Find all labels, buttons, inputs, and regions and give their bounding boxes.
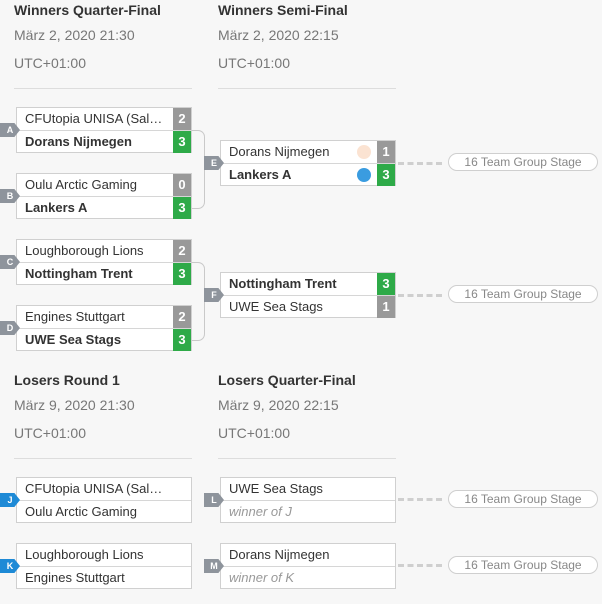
team-name: Dorans Nijmegen bbox=[25, 134, 132, 149]
team-name: UWE Sea Stags bbox=[229, 299, 323, 314]
column-tz-losers-r1: UTC+01:00 bbox=[14, 425, 86, 441]
team-placeholder: winner of K bbox=[229, 570, 295, 585]
next-stage-pill[interactable]: 16 Team Group Stage bbox=[448, 285, 598, 303]
team-score: 1 bbox=[377, 296, 395, 318]
column-date-losers-qf: März 9, 2020 22:15 bbox=[218, 397, 339, 413]
column-date-winners-sf: März 2, 2020 22:15 bbox=[218, 27, 339, 43]
next-stage-pill[interactable]: 16 Team Group Stage bbox=[448, 556, 598, 574]
match-tag-j: J bbox=[0, 493, 20, 507]
connector-dash bbox=[398, 162, 442, 165]
team-score: 2 bbox=[173, 306, 191, 328]
connector-dash bbox=[398, 498, 442, 501]
team-name: Dorans Nijmegen bbox=[229, 547, 330, 562]
next-stage-pill[interactable]: 16 Team Group Stage bbox=[448, 153, 598, 171]
team-name: Loughborough Lions bbox=[25, 547, 144, 562]
team-score: 1 bbox=[377, 141, 395, 163]
column-date-winners-qf: März 2, 2020 21:30 bbox=[14, 27, 135, 43]
connector-dash bbox=[398, 564, 442, 567]
match-tag-c: C bbox=[0, 255, 20, 269]
team-score: 3 bbox=[173, 263, 191, 285]
team-score: 3 bbox=[173, 131, 191, 153]
column-title-winners-sf: Winners Semi-Final bbox=[218, 2, 348, 18]
match-card-f[interactable]: Nottingham Trent 3 UWE Sea Stags 1 bbox=[220, 272, 396, 318]
team-name: UWE Sea Stags bbox=[229, 481, 323, 496]
match-card-e[interactable]: Dorans Nijmegen 1 Lankers A 3 bbox=[220, 140, 396, 186]
bracket-connector bbox=[192, 130, 205, 209]
column-title-winners-qf: Winners Quarter-Final bbox=[14, 2, 161, 18]
team-name: CFUtopia UNISA (Salerno) bbox=[25, 111, 167, 126]
divider bbox=[218, 458, 396, 459]
match-card-a[interactable]: CFUtopia UNISA (Salerno) 2 Dorans Nijmege… bbox=[16, 107, 192, 153]
column-tz-losers-qf: UTC+01:00 bbox=[218, 425, 290, 441]
team-name: CFUtopia UNISA (Salerno) bbox=[25, 481, 167, 496]
match-tag-k: K bbox=[0, 559, 20, 573]
match-tag-f: F bbox=[204, 288, 224, 302]
divider bbox=[14, 458, 192, 459]
divider bbox=[14, 88, 192, 89]
team-name: Dorans Nijmegen bbox=[229, 144, 330, 159]
team-score: 0 bbox=[173, 174, 191, 196]
match-card-m[interactable]: Dorans Nijmegen winner of K bbox=[220, 543, 396, 589]
team-name: Oulu Arctic Gaming bbox=[25, 177, 137, 192]
team-logo-icon bbox=[357, 168, 371, 182]
team-logo-icon bbox=[357, 145, 371, 159]
match-card-l[interactable]: UWE Sea Stags winner of J bbox=[220, 477, 396, 523]
match-tag-l: L bbox=[204, 493, 224, 507]
match-card-b[interactable]: Oulu Arctic Gaming 0 Lankers A 3 bbox=[16, 173, 192, 219]
column-tz-winners-sf: UTC+01:00 bbox=[218, 55, 290, 71]
match-card-c[interactable]: Loughborough Lions 2 Nottingham Trent 3 bbox=[16, 239, 192, 285]
team-name: Lankers A bbox=[229, 167, 292, 182]
team-name: Oulu Arctic Gaming bbox=[25, 504, 137, 519]
team-score: 3 bbox=[173, 329, 191, 351]
team-name: Engines Stuttgart bbox=[25, 309, 125, 324]
match-tag-m: M bbox=[204, 559, 224, 573]
team-name: Loughborough Lions bbox=[25, 243, 144, 258]
match-tag-b: B bbox=[0, 189, 20, 203]
team-name: UWE Sea Stags bbox=[25, 332, 122, 347]
column-title-losers-qf: Losers Quarter-Final bbox=[218, 372, 356, 388]
team-name: Nottingham Trent bbox=[25, 266, 133, 281]
match-card-k[interactable]: Loughborough Lions Engines Stuttgart bbox=[16, 543, 192, 589]
team-name: Lankers A bbox=[25, 200, 88, 215]
team-name: Nottingham Trent bbox=[229, 276, 337, 291]
connector-dash bbox=[398, 294, 442, 297]
column-title-losers-r1: Losers Round 1 bbox=[14, 372, 120, 388]
match-tag-a: A bbox=[0, 123, 20, 137]
bracket-connector bbox=[192, 262, 205, 341]
team-score: 3 bbox=[377, 164, 395, 186]
team-score: 3 bbox=[377, 273, 395, 295]
team-placeholder: winner of J bbox=[229, 504, 292, 519]
divider bbox=[218, 88, 396, 89]
team-score: 2 bbox=[173, 108, 191, 130]
team-score: 2 bbox=[173, 240, 191, 262]
next-stage-pill[interactable]: 16 Team Group Stage bbox=[448, 490, 598, 508]
team-score: 3 bbox=[173, 197, 191, 219]
match-card-j[interactable]: CFUtopia UNISA (Salerno) Oulu Arctic Gam… bbox=[16, 477, 192, 523]
column-date-losers-r1: März 9, 2020 21:30 bbox=[14, 397, 135, 413]
match-tag-e: E bbox=[204, 156, 224, 170]
team-name: Engines Stuttgart bbox=[25, 570, 125, 585]
column-tz-winners-qf: UTC+01:00 bbox=[14, 55, 86, 71]
match-card-d[interactable]: Engines Stuttgart 2 UWE Sea Stags 3 bbox=[16, 305, 192, 351]
match-tag-d: D bbox=[0, 321, 20, 335]
